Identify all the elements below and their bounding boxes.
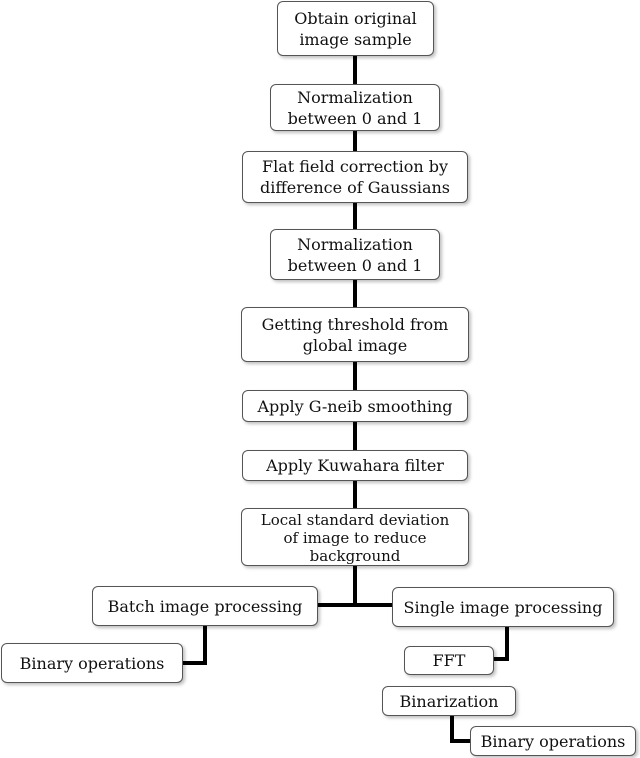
gneib-label: Apply G-neib smoothing xyxy=(257,396,453,416)
binary-left-label: Binary operations xyxy=(19,653,165,673)
localstd-line-2: of image to reduce xyxy=(283,529,427,547)
norm2-line-2: between 0 and 1 xyxy=(287,255,423,275)
fft-box: FFT xyxy=(404,646,494,675)
localstd-line-3: background xyxy=(309,547,401,565)
kuwahara-filter-box: Apply Kuwahara filter xyxy=(242,450,468,481)
binarization-label: Binarization xyxy=(399,691,499,711)
flat-line-1: Flat field correction by xyxy=(261,157,449,176)
fft-label: FFT xyxy=(432,651,466,670)
single-label: Single image processing xyxy=(403,597,603,617)
single-processing-box: Single image processing xyxy=(392,587,614,627)
binarization-box: Binarization xyxy=(382,686,516,716)
norm1-line-2: between 0 and 1 xyxy=(287,108,423,128)
norm2-line-1: Normalization xyxy=(297,234,413,254)
g-neib-smoothing-box: Apply G-neib smoothing xyxy=(242,390,468,422)
binary-operations-right-box: Binary operations xyxy=(470,726,636,756)
batch-label: Batch image processing xyxy=(107,596,303,616)
flat-line-2: difference of Gaussians xyxy=(260,178,450,197)
threshold-line-2: global image xyxy=(302,335,408,355)
threshold-line-1: Getting threshold from xyxy=(261,314,449,334)
flat-field-correction-box: Flat field correction by difference of Ga… xyxy=(242,151,468,203)
obtain-line-1: Obtain original xyxy=(294,8,417,28)
binary-operations-left-box: Binary operations xyxy=(1,643,183,683)
localstd-line-1: Local standard deviation xyxy=(260,511,450,529)
kuwahara-label: Apply Kuwahara filter xyxy=(266,456,444,475)
binary-right-label: Binary operations xyxy=(480,731,626,751)
batch-processing-box: Batch image processing xyxy=(92,586,318,626)
norm1-line-1: Normalization xyxy=(297,87,413,107)
obtain-line-2: image sample xyxy=(299,29,412,49)
